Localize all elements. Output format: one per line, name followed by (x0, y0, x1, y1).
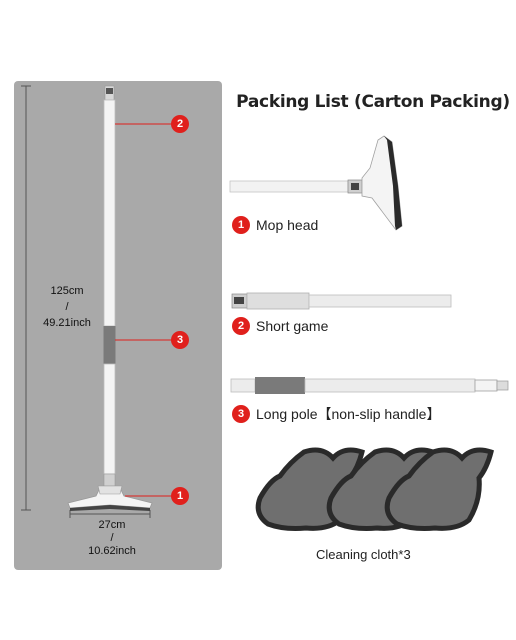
item-label-long-pole: 3 Long pole【non-slip handle】 (232, 404, 440, 424)
long-pole-part (230, 377, 509, 394)
item-label-text: Mop head (256, 217, 319, 233)
cleaning-cloth-caption: Cleaning cloth*3 (316, 547, 411, 562)
height-dimension-line (21, 85, 31, 511)
item-label-mop-head: 1 Mop head (232, 216, 318, 234)
item-label-short-game: 2 Short game (232, 317, 328, 335)
page-title: Packing List (Carton Packing) (236, 92, 510, 112)
assembled-mop (67, 85, 153, 511)
item-label-text: Long pole【non-slip handle】 (256, 406, 441, 422)
marker-badge-bottom: 1 (171, 487, 189, 505)
width-dimension-label: 27cm / 10.62inch (72, 519, 152, 558)
width-cm: 27cm (98, 519, 126, 531)
marker-badge-top: 2 (171, 115, 189, 133)
item-number-badge: 3 (232, 405, 250, 423)
width-separator: / (110, 532, 114, 544)
height-inch: 49.21inch (43, 317, 91, 329)
cleaning-cloth-3 (384, 447, 494, 531)
mop-head-part (229, 135, 403, 231)
marker-badge-middle: 3 (171, 331, 189, 349)
item-number-badge: 2 (232, 317, 250, 335)
cleaning-cloths (255, 447, 494, 531)
item-number-badge: 1 (232, 216, 250, 234)
item-label-text: Short game (256, 318, 329, 334)
height-separator: / (65, 301, 69, 313)
short-pole-part (231, 292, 452, 310)
width-dimension-line (69, 510, 151, 518)
height-dimension-label: 125cm / 49.21inch (32, 283, 102, 331)
height-cm: 125cm (50, 285, 84, 297)
width-inch: 10.62inch (88, 545, 136, 557)
